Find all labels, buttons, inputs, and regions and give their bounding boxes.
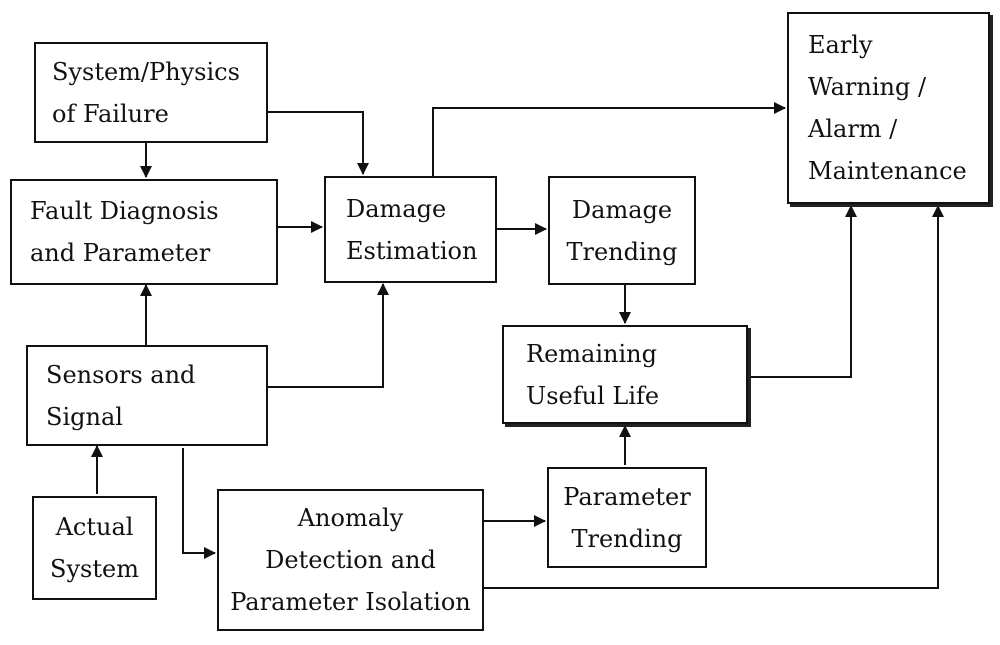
- parameter-trending-box: Parameter Trending: [547, 467, 707, 568]
- box-label-line: System/Physics: [52, 57, 240, 86]
- system-physics-of-failure-box: System/Physics of Failure: [34, 42, 268, 143]
- sensors-and-signal-box: Sensors and Signal: [26, 345, 268, 446]
- edge-sensors-to-damage-estimation: [268, 283, 389, 388]
- damage-trending-box: Damage Trending: [548, 176, 696, 285]
- box-label-line: of Failure: [52, 99, 169, 128]
- box-label-line: Damage: [346, 194, 447, 223]
- box-label-line: Actual: [55, 513, 134, 541]
- box-label-line: Detection and: [265, 546, 436, 574]
- box-label-line: Estimation: [346, 236, 478, 265]
- box-label-line: Damage: [571, 195, 673, 224]
- remaining-useful-life-box: Remaining Useful Life: [502, 325, 748, 424]
- box-label-line: Sensors and: [46, 360, 196, 389]
- box-label-line: and Parameter: [30, 239, 211, 267]
- early-warning-alarm-maintenance-box: Early Warning / Alarm / Maintenance: [787, 12, 990, 204]
- box-label-line: Signal: [46, 402, 123, 431]
- actual-system-box: Actual System: [32, 496, 157, 600]
- fault-diagnosis-box: Fault Diagnosis and Parameter: [10, 179, 278, 285]
- box-label-line: Warning /: [808, 73, 927, 101]
- edge-rul-to-warning: [748, 205, 857, 378]
- box-label-line: Parameter Isolation: [230, 588, 471, 616]
- edge-sensors-to-anomaly: [182, 448, 216, 559]
- box-label-line: Anomaly: [297, 504, 404, 532]
- box-label-line: Alarm /: [808, 115, 898, 143]
- box-label-line: Early: [808, 31, 873, 59]
- damage-estimation-box: Damage Estimation: [324, 176, 497, 283]
- box-label-line: Parameter: [563, 482, 691, 511]
- box-label-line: Maintenance: [808, 157, 967, 185]
- box-label-line: Remaining: [526, 339, 657, 368]
- edge-physics-to-damage-estimation: [268, 111, 369, 175]
- edge-anomaly-to-warning: [484, 205, 944, 589]
- box-label-line: Fault Diagnosis: [30, 197, 219, 225]
- edge-damage-estimation-to-warning: [432, 102, 786, 176]
- box-label-line: Trending: [566, 237, 678, 266]
- anomaly-detection-box: Anomaly Detection and Parameter Isolatio…: [217, 489, 484, 631]
- box-label-line: Trending: [571, 524, 683, 553]
- box-label-line: Useful Life: [526, 381, 660, 410]
- box-label-line: System: [50, 555, 139, 583]
